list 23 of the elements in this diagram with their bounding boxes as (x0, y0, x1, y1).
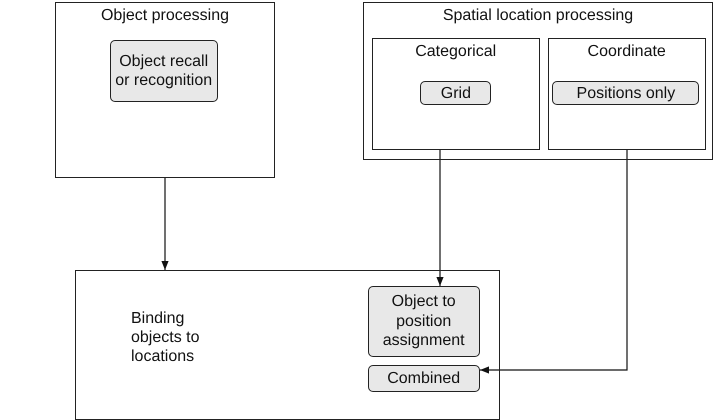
process-box (552, 81, 700, 106)
group-title: Object processing (100, 7, 230, 25)
group-box (372, 38, 540, 150)
box-label: Combined (387, 368, 460, 388)
box-label: Object recall or recognition (114, 52, 214, 90)
group-box (548, 38, 706, 150)
box-label: Positions only (576, 84, 676, 103)
group-title: Categorical (414, 42, 498, 61)
box-label: Grid (440, 84, 471, 103)
group-title: Spatial location processing (442, 7, 634, 25)
process-box (368, 364, 480, 392)
group-box (75, 270, 500, 420)
group-title: Binding objects to locations (131, 309, 200, 367)
process-box (110, 40, 218, 102)
group-box (363, 2, 713, 160)
process-box (420, 81, 492, 106)
arrow (161, 178, 169, 270)
arrow (436, 150, 444, 286)
box-label: Object to position assignment (382, 292, 466, 350)
process-box (368, 286, 480, 357)
group-title: Coordinate (586, 42, 667, 61)
arrow (480, 150, 628, 374)
group-box (55, 2, 275, 178)
